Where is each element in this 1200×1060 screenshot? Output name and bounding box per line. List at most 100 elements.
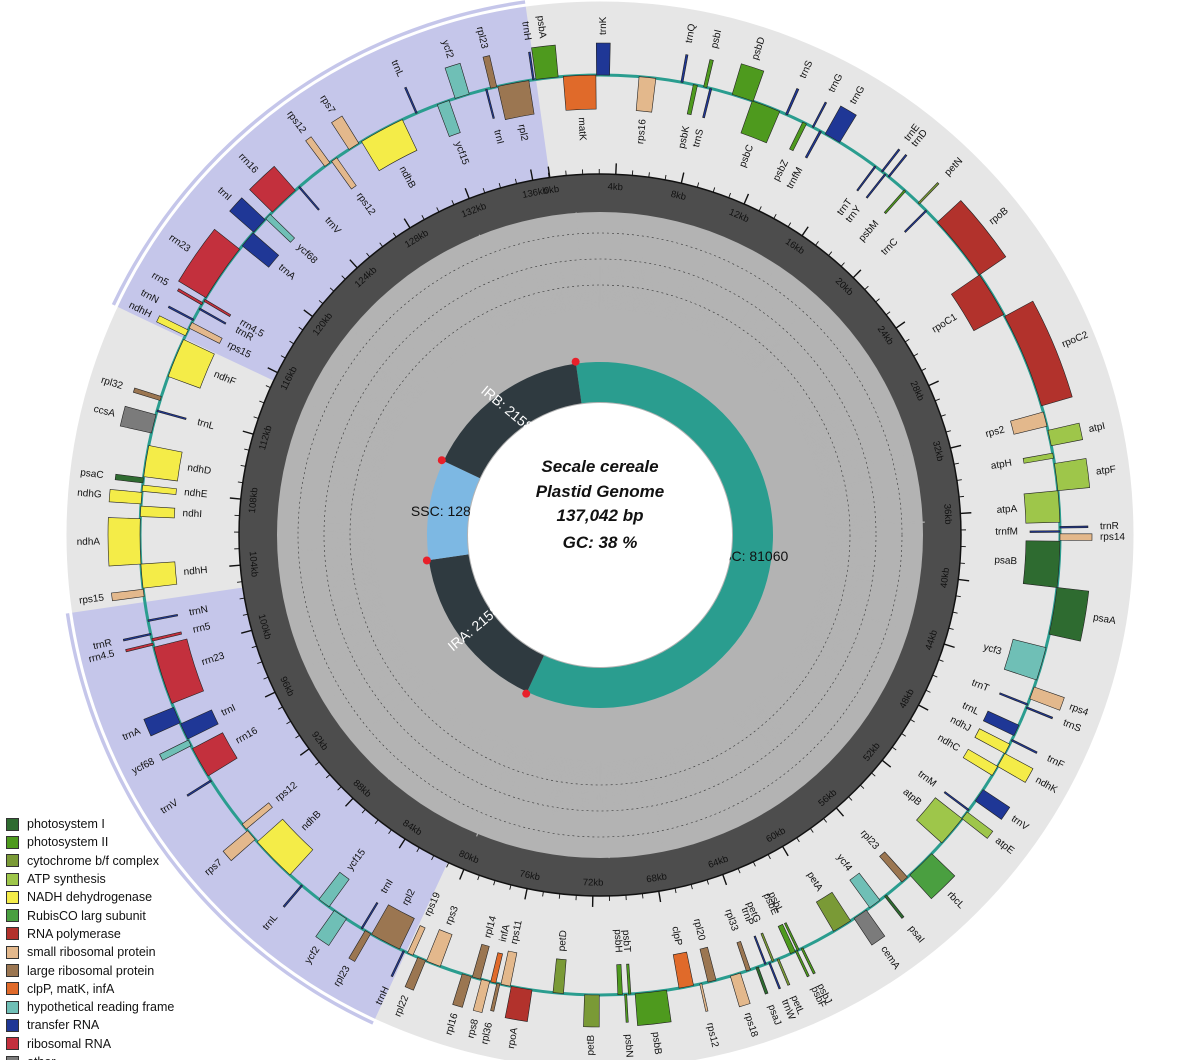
gc-bar	[676, 270, 697, 323]
gc-bar	[479, 732, 492, 754]
kb-tick	[932, 674, 938, 678]
kb-tick	[904, 338, 910, 343]
gc-bar	[759, 362, 774, 377]
gc-bar	[618, 760, 623, 791]
gc-bar	[818, 453, 909, 479]
gc-bar	[351, 575, 378, 582]
gene-rpl2	[371, 904, 415, 950]
gc-bar	[605, 262, 609, 310]
kb-tick	[446, 862, 450, 868]
gc-bar	[816, 598, 853, 610]
gc-bar	[448, 724, 479, 771]
gc-bar	[328, 631, 397, 665]
kb-tick	[509, 884, 512, 890]
gc-bar	[509, 747, 524, 784]
gene-psbz	[789, 121, 807, 152]
kb-tick	[493, 880, 496, 886]
gc-bar	[823, 570, 846, 576]
gc-bar	[802, 425, 823, 436]
gc-bar	[561, 758, 566, 780]
gc-bar	[815, 460, 843, 470]
gc-bar	[505, 745, 519, 778]
gc-bar	[514, 752, 541, 843]
gc-bar	[807, 622, 826, 632]
gc-bar	[418, 687, 434, 702]
gc-bar	[575, 212, 584, 310]
gc-bar	[825, 553, 893, 561]
junction-marker	[571, 357, 580, 366]
gc-bar	[808, 620, 841, 634]
gc-bar	[593, 760, 596, 787]
gc-bar	[670, 749, 690, 806]
gene-rps7	[331, 115, 360, 150]
gc-bar	[405, 377, 425, 394]
gc-bar	[738, 712, 758, 737]
gc-bar	[701, 736, 715, 761]
gc-bar	[770, 682, 813, 720]
gene-label: trnfM	[995, 526, 1018, 537]
gc-bar	[343, 519, 375, 523]
gc-bar	[772, 679, 793, 697]
gc-bar	[353, 435, 391, 452]
gc-bar	[340, 617, 391, 639]
kb-tick	[658, 891, 662, 903]
gc-bar	[470, 728, 484, 749]
kb-tick	[242, 613, 248, 616]
gc-bar	[349, 544, 375, 547]
gene-ccsa	[119, 405, 157, 434]
gc-bar	[507, 272, 526, 322]
gc-bar	[374, 395, 409, 417]
gc-bar	[465, 326, 479, 346]
gene-trnl	[404, 86, 418, 114]
gc-bar	[395, 688, 435, 725]
gc-bar	[794, 649, 841, 677]
gene-trnl	[982, 710, 1020, 737]
gc-bar	[354, 494, 377, 500]
gc-bar	[377, 639, 401, 653]
gc-bar	[421, 711, 460, 758]
gc-bar	[800, 638, 824, 653]
gc-bar	[357, 625, 394, 643]
gc-bar	[323, 529, 375, 532]
kb-tick	[773, 213, 777, 219]
gc-bar	[445, 325, 467, 354]
gc-bar	[464, 729, 486, 765]
gc-bar	[773, 678, 791, 693]
gc-bar	[378, 375, 417, 404]
legend-swatch	[6, 927, 19, 941]
gc-bar	[795, 411, 813, 423]
gc-bar	[793, 409, 812, 420]
gc-bar	[698, 313, 708, 332]
gc-bar	[405, 384, 422, 398]
gc-bar	[393, 656, 411, 668]
gc-bar	[425, 351, 445, 372]
gc-bar	[356, 521, 375, 524]
legend-label: large ribosomal protein	[27, 963, 155, 978]
gene-rpl23	[482, 55, 498, 89]
gc-bar	[775, 676, 828, 720]
gc-bar	[756, 697, 793, 736]
gc-bar	[810, 438, 853, 455]
gc-bar	[720, 316, 740, 345]
gc-bar	[804, 629, 857, 655]
gc-bar	[515, 304, 524, 323]
gc-bar	[465, 725, 480, 746]
gc-bar	[359, 434, 392, 449]
gc-bar	[818, 590, 871, 606]
legend-item: cytochrome b/f complex	[6, 852, 236, 870]
gc-bar	[744, 335, 768, 363]
gc-bar	[627, 268, 635, 311]
gc-bar	[777, 673, 815, 703]
gene-label: matK	[576, 117, 588, 141]
gc-bar	[458, 727, 483, 766]
gc-bar	[767, 685, 805, 719]
kb-tick	[895, 321, 906, 329]
gene-trni	[229, 197, 266, 233]
gc-bar	[689, 309, 700, 329]
gc-bar	[820, 472, 873, 486]
gc-bar	[442, 712, 462, 737]
gc-bar	[333, 601, 385, 619]
gc-bar	[809, 423, 876, 452]
